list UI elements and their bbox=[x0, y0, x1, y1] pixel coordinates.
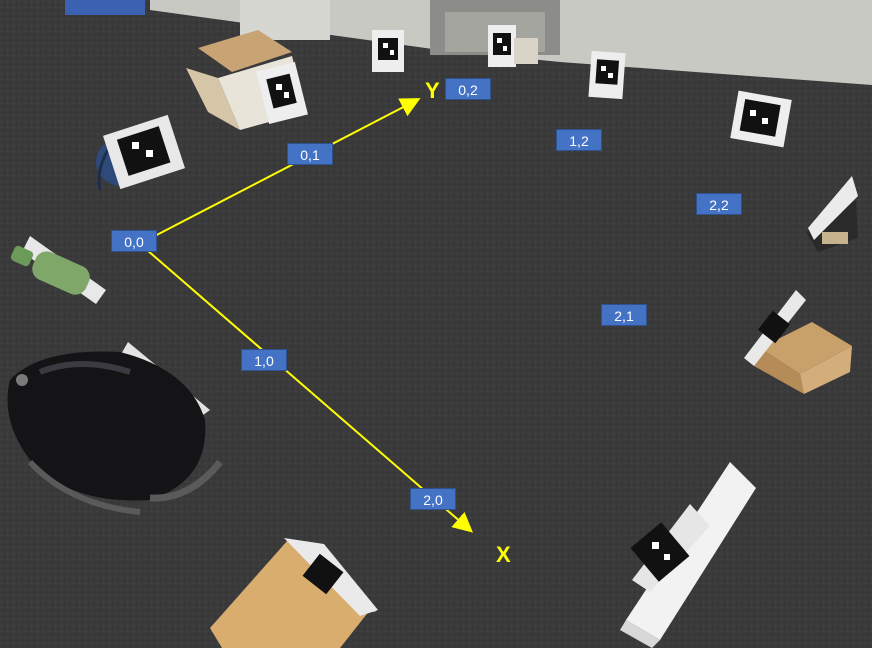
aruco-marker bbox=[588, 50, 626, 100]
x-axis-label: X bbox=[496, 542, 511, 567]
blue-object bbox=[65, 0, 145, 15]
axes bbox=[146, 98, 474, 533]
tote-bag bbox=[96, 114, 185, 191]
y-axis-label: Y bbox=[425, 78, 440, 103]
grid-point-label: 0,1 bbox=[287, 143, 333, 165]
cardboard-box bbox=[210, 538, 378, 648]
tablet-box bbox=[620, 462, 756, 648]
x-axis-line bbox=[146, 249, 474, 533]
water-bottle bbox=[10, 236, 106, 304]
grid-point-label: 1,2 bbox=[556, 129, 602, 151]
cardboard-box bbox=[186, 30, 308, 130]
aruco-marker bbox=[372, 30, 404, 72]
aruco-marker bbox=[730, 90, 792, 148]
grid-point-label: 2,2 bbox=[696, 193, 742, 215]
y-axis-line bbox=[146, 98, 421, 241]
backpack bbox=[7, 342, 223, 515]
grid-point-label: 2,0 bbox=[410, 488, 456, 510]
aruco-marker bbox=[488, 25, 538, 67]
grid-point-label: 0,0 bbox=[111, 230, 157, 252]
cardboard-box bbox=[744, 290, 852, 394]
grid-point-label: 0,2 bbox=[445, 78, 491, 100]
cardboard-box bbox=[806, 176, 858, 252]
grid-point-label: 2,1 bbox=[601, 304, 647, 326]
grid-point-label: 1,0 bbox=[241, 349, 287, 371]
